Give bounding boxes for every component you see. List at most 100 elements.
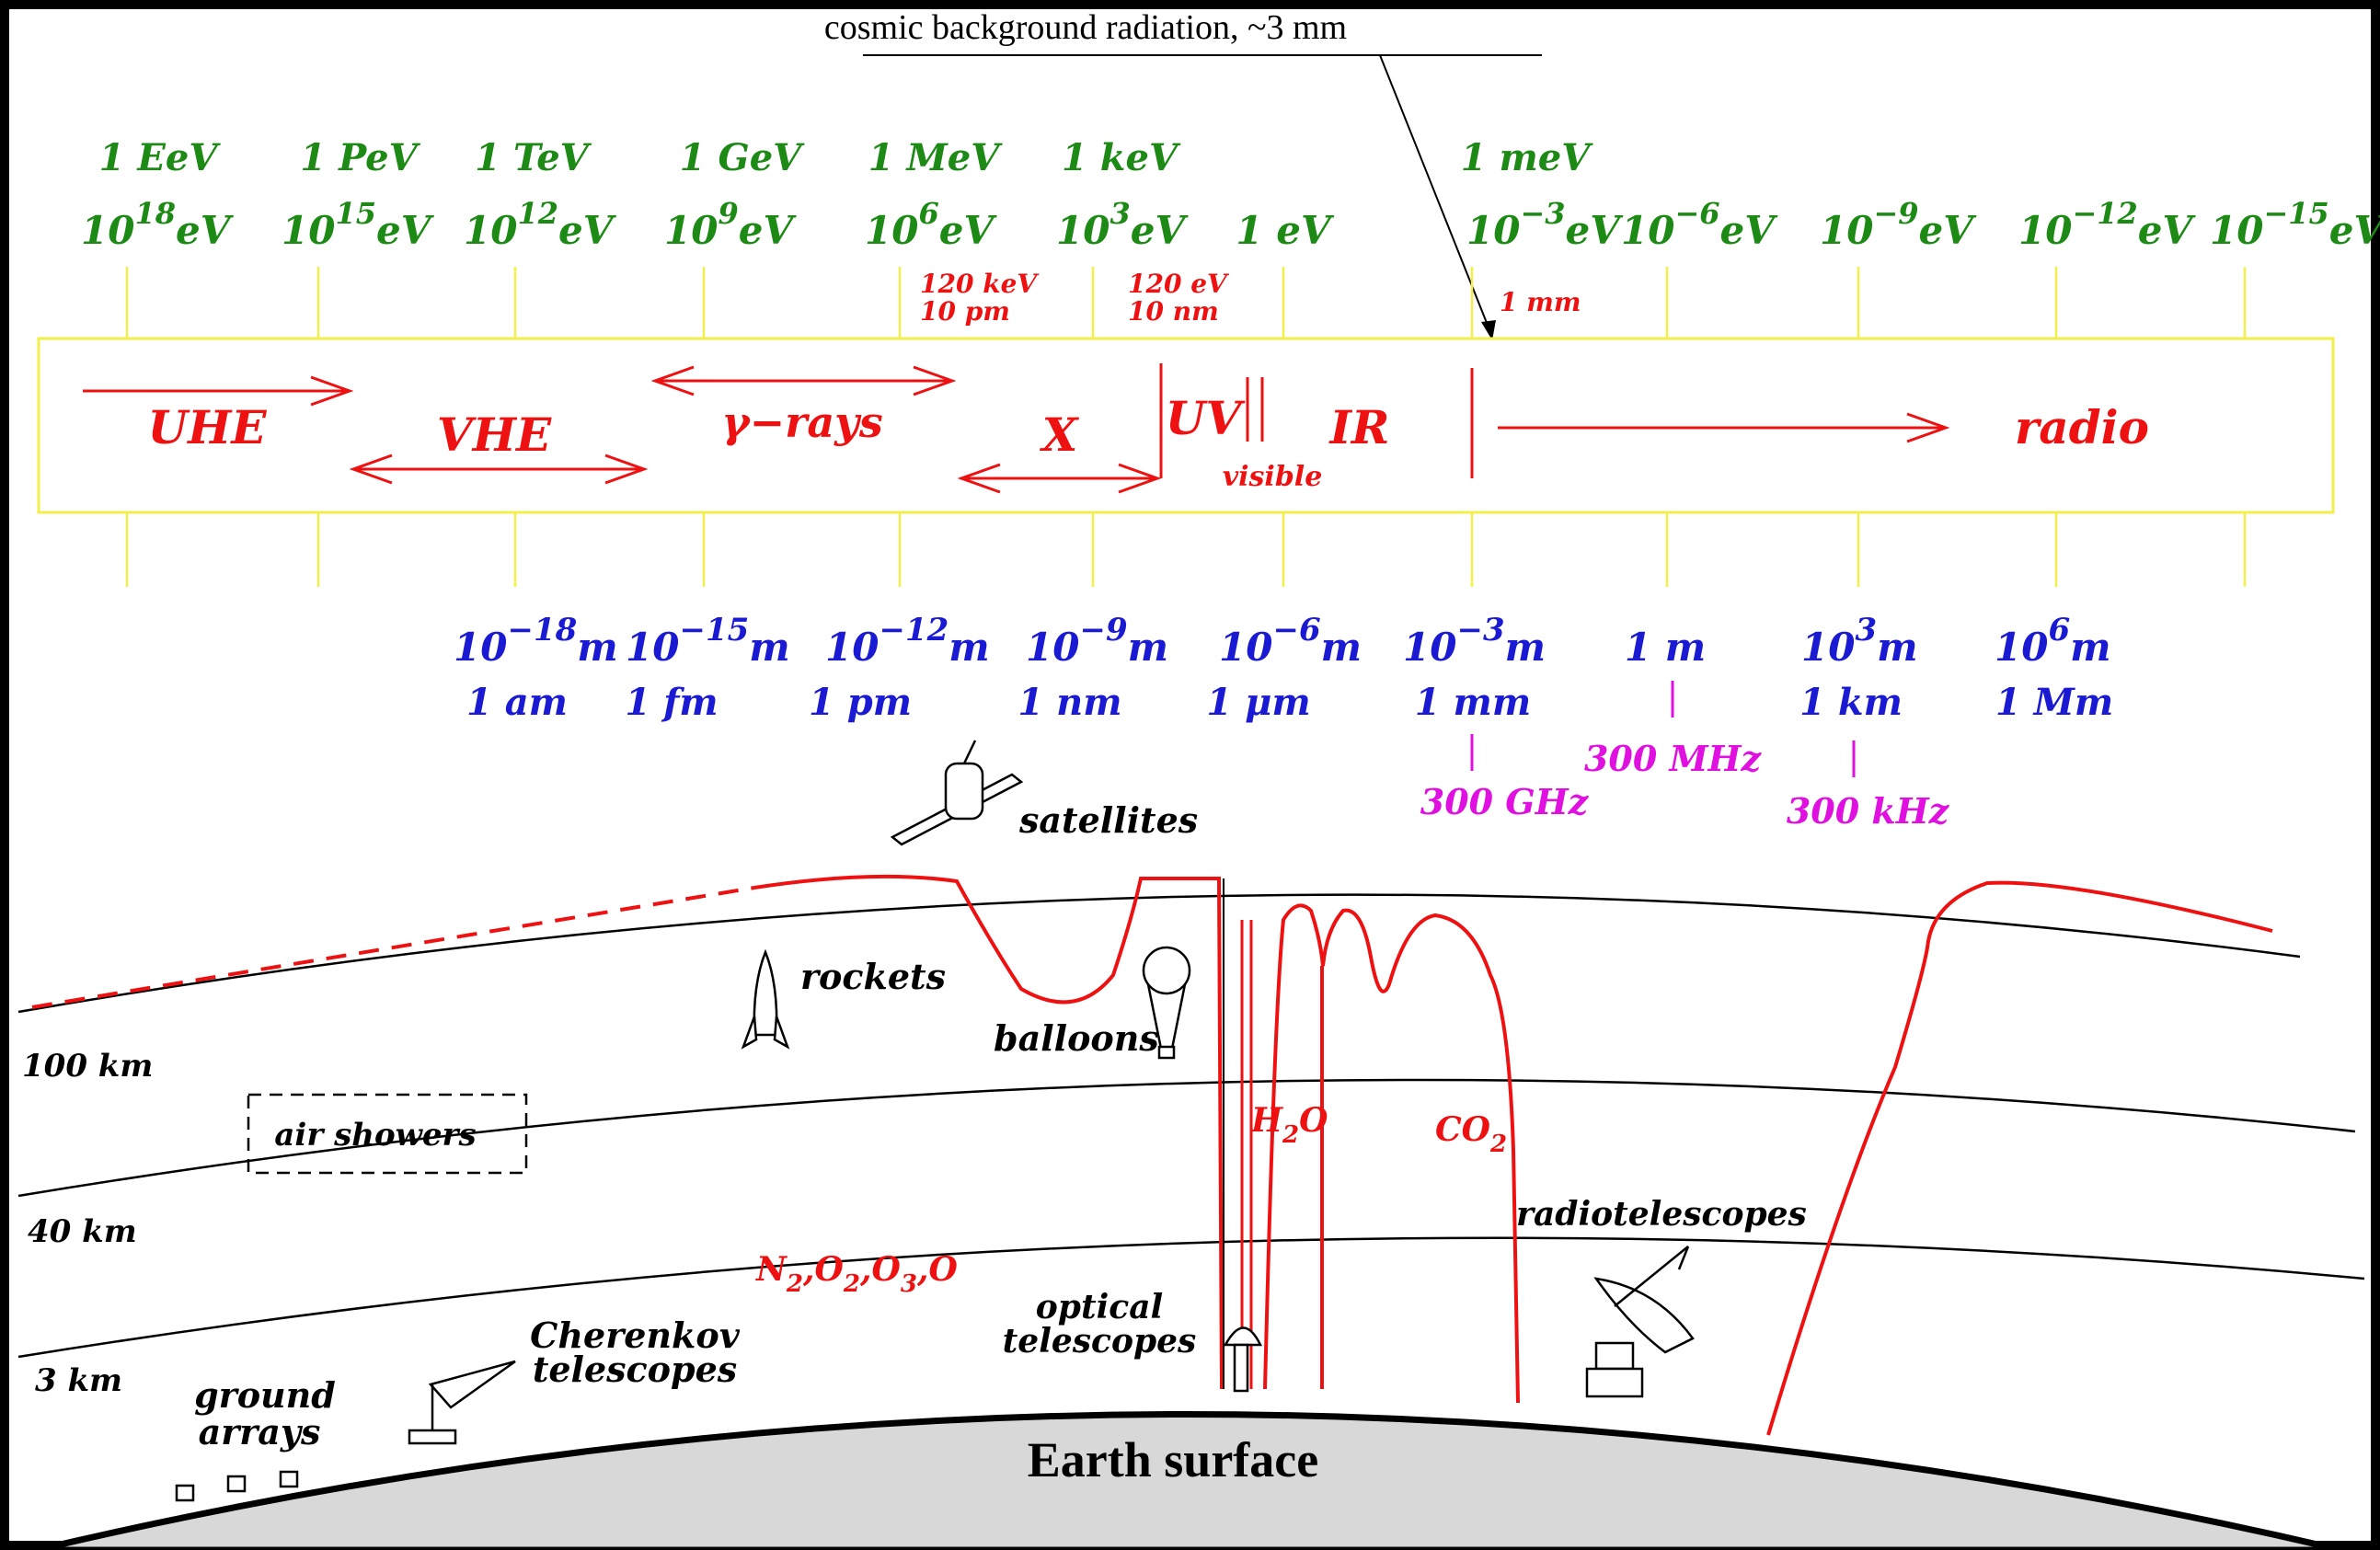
cherenkov-label-1: Cherenkov [530, 1315, 741, 1356]
altitude-100km: 100 km [22, 1048, 153, 1085]
svg-text:106eV: 106eV [865, 196, 997, 253]
svg-text:10−9eV: 10−9eV [1820, 196, 1977, 253]
wavelength-tick-1pm: 10−12m 1 pm [809, 612, 990, 724]
svg-text:120 keV: 120 keV [920, 269, 1040, 299]
ground-arrays-label-1: ground [194, 1374, 336, 1416]
energy-tick-1tev: 1 TeV 1012eV [464, 136, 617, 253]
band-radio: radio [2015, 400, 2149, 454]
rocket-icon [741, 948, 790, 1050]
svg-text:1012eV: 1012eV [464, 196, 617, 253]
absorber-labels: H2O CO2 N2,O2,O3,O [755, 1101, 1507, 1298]
energy-tick-1kev: 1 keV 103eV [1056, 136, 1189, 253]
svg-text:10−3m: 10−3m [1403, 612, 1546, 670]
energy-tick-1e-9: 10−9eV [1820, 196, 1977, 253]
freq-300khz: 300 kHz [1787, 790, 1950, 832]
energy-tick-1eev: 1 EeV 1018eV [81, 136, 235, 253]
co2-label: CO2 [1435, 1110, 1507, 1158]
energy-tick-1e-15: 10−15eV [2210, 196, 2380, 253]
svg-text:1 EeV: 1 EeV [99, 136, 222, 179]
svg-text:1 meV: 1 meV [1461, 136, 1594, 179]
wavelength-tick-1am: 10−18m 1 am [454, 612, 618, 724]
radiotelescope-icon [1585, 1246, 1695, 1398]
energy-tick-1ev: 1 eV [1236, 208, 1335, 253]
band-uv: UV [1166, 391, 1247, 445]
layer-line-100km [17, 1078, 2356, 1198]
frequency-labels: 300 GHz 300 MHz 300 kHz [1420, 681, 1950, 832]
cmb-arrowhead-icon [1481, 320, 1496, 340]
band-ir: IR [1328, 400, 1390, 454]
energy-tick-1mev: 1 MeV 106eV [865, 136, 1003, 253]
wavelength-tick-1um: 10−6m 1 μm [1206, 612, 1362, 724]
svg-text:1 keV: 1 keV [1062, 136, 1181, 179]
satellites-label: satellites [1018, 799, 1198, 841]
band-markers: 120 keV 10 pm 120 eV 10 nm 1 mm [920, 269, 1581, 327]
svg-text:1 mm: 1 mm [1500, 287, 1581, 317]
svg-text:1 km: 1 km [1799, 681, 1903, 724]
visible-window-lines [1240, 920, 1253, 1389]
balloons-label: balloons [994, 1017, 1159, 1059]
ground-array-detectors-icon [175, 1470, 299, 1502]
svg-text:10−3eV: 10−3eV [1466, 196, 1624, 253]
canvas-background [9, 9, 2371, 1541]
ground-arrays-label-2: arrays [199, 1411, 321, 1452]
satellite-icon [890, 740, 1024, 846]
transmission-radio [1766, 880, 2273, 1436]
air-showers-box [247, 1093, 528, 1175]
svg-text:1 fm: 1 fm [625, 681, 718, 724]
svg-text:10 nm: 10 nm [1128, 296, 1219, 327]
energy-tick-1gev: 1 GeV 109eV [664, 136, 805, 253]
layer-line-40km [17, 1236, 2365, 1359]
cherenkov-telescope-icon [408, 1360, 516, 1445]
svg-text:10−6eV: 10−6eV [1621, 196, 1778, 253]
layer-line-top [17, 893, 2301, 1014]
svg-text:1 TeV: 1 TeV [475, 136, 592, 179]
svg-text:1 am: 1 am [466, 681, 568, 724]
svg-text:10−12m: 10−12m [825, 612, 990, 670]
svg-text:1 PeV: 1 PeV [300, 136, 420, 179]
svg-text:1 nm: 1 nm [1018, 681, 1121, 724]
wavelength-tick-1Mm: 106m 1 Mm [1995, 612, 2113, 724]
wavelength-tick-1km: 103m 1 km [1799, 612, 1917, 724]
tick-lines [125, 267, 2247, 587]
svg-text:10−15m: 10−15m [626, 612, 790, 670]
optical-telescope-icon [1223, 1326, 1262, 1393]
balloon-icon [1142, 946, 1191, 1060]
svg-text:1 mm: 1 mm [1415, 681, 1531, 724]
earth-surface [36, 1411, 2342, 1550]
cherenkov-label-2: telescopes [533, 1349, 737, 1390]
transmission-curve [31, 874, 2273, 1436]
band-visible: visible [1223, 461, 1323, 493]
wavelength-axis: 10−18m 1 am 10−15m 1 fm 10−12m 1 pm 10−9… [454, 612, 2113, 724]
altitude-labels: 100 km 40 km 3 km [22, 1048, 153, 1399]
atmosphere-layers [17, 893, 2365, 1359]
wavelength-tick-1mm: 10−3m 1 mm [1403, 612, 1546, 724]
energy-tick-1e-12: 10−12eV [2018, 196, 2197, 253]
energy-tick-1mev-milli: 1 meV 10−3eV [1461, 136, 1625, 253]
h2o-label: H2O [1250, 1101, 1328, 1149]
wavelength-tick-1nm: 10−9m 1 nm [1018, 612, 1168, 724]
svg-text:1 eV: 1 eV [1236, 208, 1335, 253]
freq-300ghz: 300 GHz [1420, 781, 1590, 822]
energy-tick-1e-6: 10−6eV [1621, 196, 1778, 253]
radiotelescopes-label: radiotelescopes [1516, 1195, 1807, 1234]
n2-o2-o3-o-label: N2,O2,O3,O [755, 1250, 959, 1298]
svg-text:1018eV: 1018eV [81, 196, 235, 253]
air-showers-label: air showers [274, 1117, 476, 1154]
wavelength-tick-1m: 1 m [1625, 625, 1706, 670]
altitude-40km: 40 km [28, 1213, 137, 1250]
freq-300mhz: 300 MHz [1584, 738, 1763, 779]
cmb-pointer-line [1379, 54, 1493, 338]
optical-telescopes-label-2: telescopes [1003, 1322, 1197, 1361]
energy-axis: 1 EeV 1018eV 1 PeV 1015eV 1 TeV 1012eV 1… [81, 136, 2380, 253]
optical-telescopes-label-1: optical [1036, 1288, 1163, 1326]
svg-text:10−9m: 10−9m [1026, 612, 1168, 670]
svg-text:1 MeV: 1 MeV [868, 136, 1003, 179]
transmission-ir [1263, 903, 1520, 1404]
earth-surface-label: Earth surface [1028, 1432, 1318, 1487]
band-vhe: VHE [437, 408, 552, 462]
transmission-upper [753, 874, 1224, 1390]
svg-text:106m: 106m [1995, 612, 2111, 670]
svg-text:1 m: 1 m [1625, 625, 1706, 670]
svg-text:103m: 103m [1801, 612, 1918, 670]
